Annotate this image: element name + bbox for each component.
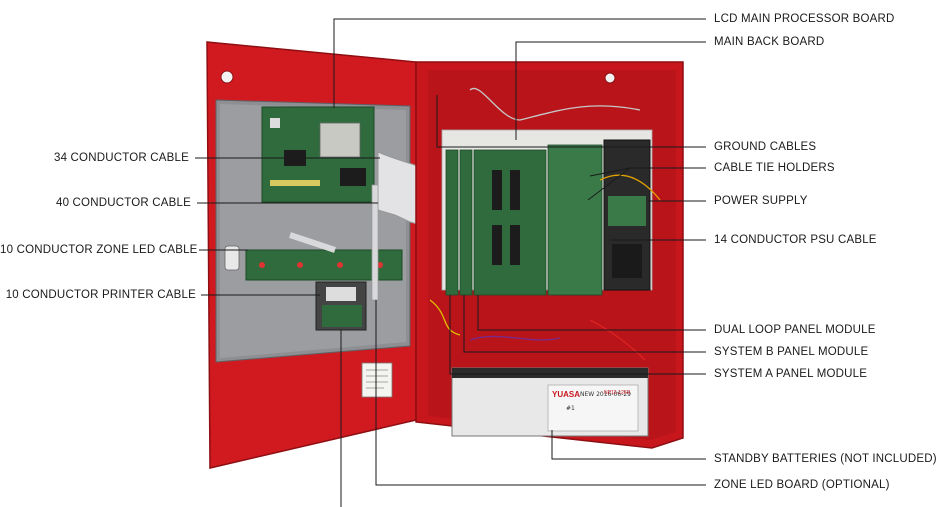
- leader-lines: [195, 18, 706, 507]
- label-dual-loop-panel-module: DUAL LOOP PANEL MODULE: [714, 324, 876, 336]
- label-cable-tie-holders: CABLE TIE HOLDERS: [714, 162, 835, 174]
- label-power-supply: POWER SUPPLY: [714, 195, 808, 207]
- label-40-conductor-cable: 40 CONDUCTOR CABLE: [55, 197, 191, 209]
- battery-brand: YUASA: [552, 390, 580, 399]
- zone-led-board: [245, 249, 403, 281]
- label-standby-batteries: STANDBY BATTERIES (NOT INCLUDED): [714, 453, 937, 465]
- battery-number: #1: [566, 405, 575, 412]
- standby-batteries: YUASA NEW 2016-06-29 #1 NP12-12FR: [451, 367, 649, 437]
- label-10-conductor-zone-led-cable: 10 CONDUCTOR ZONE LED CABLE: [0, 244, 198, 256]
- label-14-conductor-psu-cable: 14 CONDUCTOR PSU CABLE: [714, 234, 877, 246]
- label-lcd-main-processor-board: LCD MAIN PROCESSOR BOARD: [714, 13, 895, 25]
- label-ground-cables: GROUND CABLES: [714, 141, 817, 153]
- label-10-conductor-printer-cable: 10 CONDUCTOR PRINTER CABLE: [5, 289, 196, 301]
- printer-board: [315, 281, 367, 331]
- battery-handwriting: NEW 2016-06-29: [580, 391, 631, 398]
- power-supply: [603, 139, 651, 291]
- label-system-b-panel-module: SYSTEM B PANEL MODULE: [714, 346, 869, 358]
- label-system-a-panel-module: SYSTEM A PANEL MODULE: [714, 368, 868, 380]
- label-main-back-board: MAIN BACK BOARD: [714, 36, 825, 48]
- lcd-main-processor-board: [261, 106, 375, 203]
- label-34-conductor-cable: 34 CONDUCTOR CABLE: [53, 152, 189, 164]
- label-zone-led-board: ZONE LED BOARD (OPTIONAL): [714, 479, 890, 491]
- wiring: [429, 87, 661, 361]
- panel-modules: [445, 144, 603, 296]
- battery-model: NP12-12FR: [604, 390, 631, 396]
